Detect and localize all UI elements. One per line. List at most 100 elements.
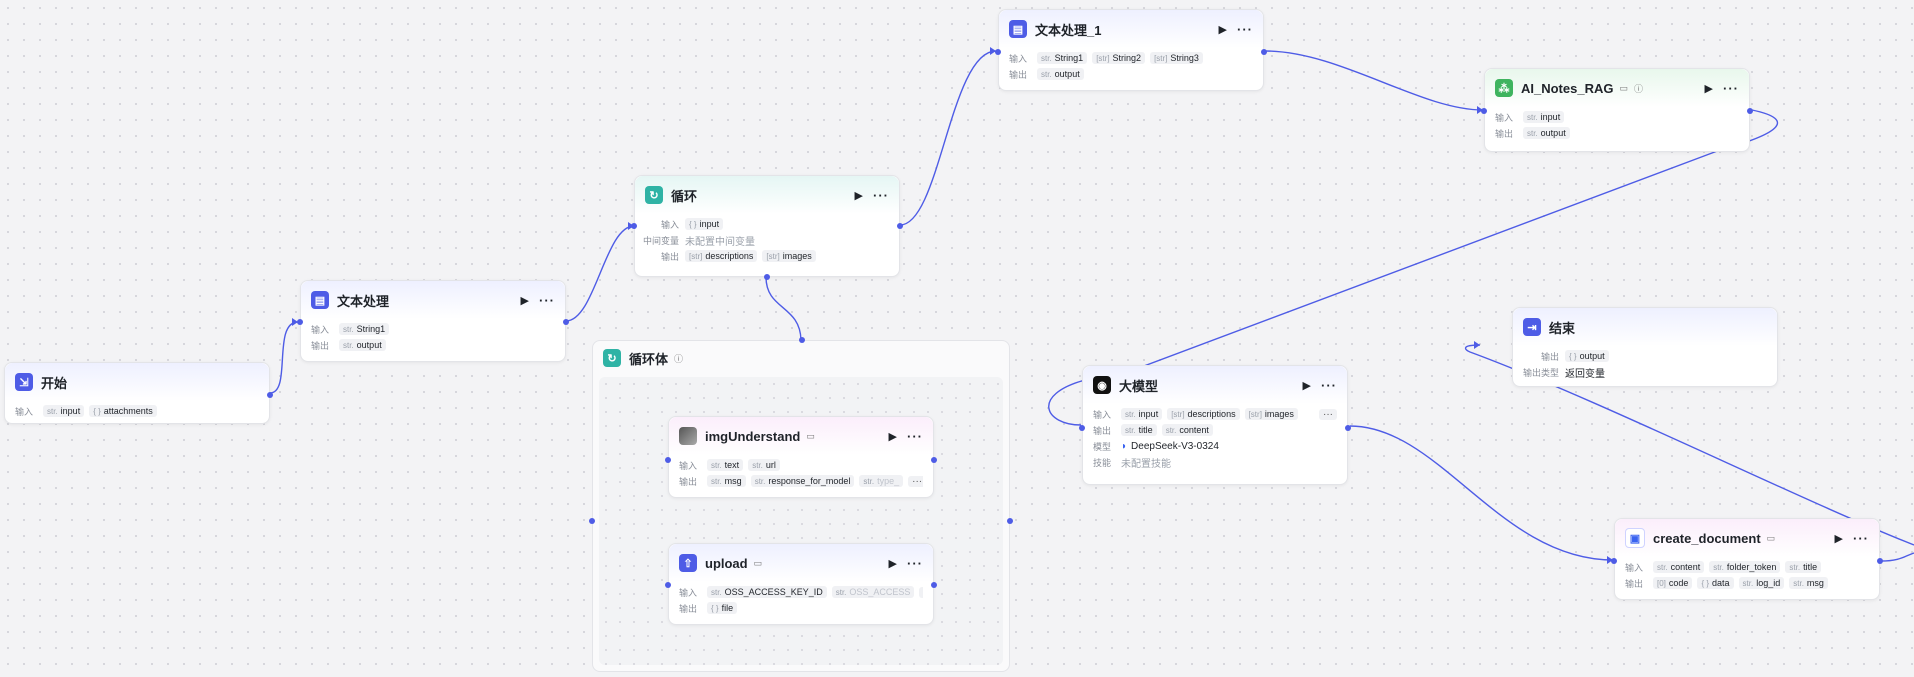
skill-value: 未配置技能 <box>1121 458 1171 470</box>
input-handle[interactable] <box>995 49 1001 55</box>
more-icon[interactable]: ··· <box>907 428 923 444</box>
param-tag: str.input <box>1121 408 1163 420</box>
output-type-label: 输出类型 <box>1523 367 1560 378</box>
body-end-handle[interactable] <box>1007 518 1013 524</box>
output-handle[interactable] <box>931 582 937 588</box>
node-text-process-1-title: 文本处理_1 <box>1035 22 1102 38</box>
input-handle[interactable] <box>297 319 303 325</box>
plugin-badge-icon: ▭ <box>806 430 815 441</box>
info-icon[interactable]: ⓘ <box>674 353 684 364</box>
more-icon[interactable]: ··· <box>1321 377 1337 393</box>
intermediate-value: 未配置中间变量 <box>685 236 755 248</box>
text-process-icon: ▤ <box>1009 20 1027 38</box>
output-handle[interactable] <box>267 392 273 398</box>
output-label: 输出 <box>660 251 679 262</box>
output-handle[interactable] <box>1261 49 1267 55</box>
node-llm-header: ◉ 大模型 ▶ ··· <box>1083 366 1347 404</box>
deepseek-icon: ◗ <box>1121 440 1128 452</box>
param-tag: { }input <box>685 218 724 230</box>
node-loop[interactable]: ↻ 循环 ▶ ··· 输入 { }input 中间变量 未配置中间变量 输出 [… <box>631 175 903 280</box>
output-handle[interactable] <box>1877 558 1883 564</box>
node-loop-title: 循环 <box>671 188 698 204</box>
more-params-button[interactable]: ··· <box>1319 408 1337 420</box>
more-icon[interactable]: ··· <box>1237 21 1253 37</box>
param-tag: str.String1 <box>339 323 390 335</box>
input-label: 输入 <box>679 460 698 471</box>
play-icon[interactable]: ▶ <box>1302 379 1311 392</box>
output-label: 输出 <box>311 340 330 351</box>
node-img-header: imgUnderstand ▭ ▶ ··· <box>669 417 933 455</box>
param-tag: str.content <box>1161 424 1213 436</box>
node-end[interactable]: ⇥ 结束 输出 { }output 输出类型 返回变量 <box>1512 307 1778 387</box>
input-handle[interactable] <box>1481 108 1487 114</box>
more-icon[interactable]: ··· <box>873 187 889 203</box>
param-tag: { }attachments <box>89 405 157 417</box>
play-icon[interactable]: ▶ <box>520 294 529 307</box>
param-tag: str.msg <box>1789 577 1828 589</box>
input-label: 输入 <box>1625 562 1644 573</box>
param-tag: str.log_id <box>1738 577 1785 589</box>
param-tag: [str]descriptions <box>1167 408 1240 420</box>
play-icon[interactable]: ▶ <box>1704 82 1713 95</box>
output-handle[interactable] <box>563 319 569 325</box>
play-icon[interactable]: ▶ <box>1218 23 1227 36</box>
plugin-badge-icon: ▭ <box>753 557 763 568</box>
play-icon[interactable]: ▶ <box>854 189 863 202</box>
node-rag-header: ⁂ AI_Notes_RAG ▭ ⓘ ▶ ··· <box>1485 69 1749 107</box>
param-tag: [str]images <box>762 250 816 262</box>
param-tag: [str]String3 <box>1150 52 1203 64</box>
output-handle[interactable] <box>897 223 903 229</box>
more-params-button[interactable]: ··· <box>908 475 923 487</box>
output-handle[interactable] <box>1345 425 1351 431</box>
param-tag: str.input <box>43 405 85 417</box>
play-icon[interactable]: ▶ <box>888 430 897 443</box>
output-handle[interactable] <box>931 457 937 463</box>
input-handle[interactable] <box>665 582 671 588</box>
input-handle[interactable] <box>1611 558 1617 564</box>
end-icon: ⇥ <box>1523 318 1541 336</box>
node-llm-title: 大模型 <box>1119 378 1159 394</box>
more-icon[interactable]: ··· <box>1853 530 1869 546</box>
output-type-value: 返回变量 <box>1565 368 1605 380</box>
play-icon[interactable]: ▶ <box>1834 532 1843 545</box>
node-img-understand[interactable]: imgUnderstand ▭ ▶ ··· 输入 str.text str.ur… <box>665 416 937 498</box>
node-ai-notes-rag[interactable]: ⁂ AI_Notes_RAG ▭ ⓘ ▶ ··· 输入 str.input 输出… <box>1481 68 1753 152</box>
node-upload[interactable]: ⇧ upload ▭ ▶ ··· 输入 str.OSS_ACCESS_KEY_I… <box>665 543 937 625</box>
input-label: 输入 <box>1495 112 1514 123</box>
output-label: 输出 <box>1093 425 1112 436</box>
intermediate-label: 中间变量 <box>643 235 680 246</box>
more-icon[interactable]: ··· <box>539 292 555 308</box>
play-icon[interactable]: ▶ <box>888 557 897 570</box>
param-tag: [str]String2 <box>1092 52 1146 64</box>
node-start[interactable]: ⇲ 开始 输入 str.input { }attachments <box>4 362 273 424</box>
info-icon[interactable]: ⓘ <box>1633 83 1643 94</box>
node-text-process[interactable]: ▤ 文本处理 ▶ ··· 输入 str.String1 输出 str.outpu… <box>297 280 569 362</box>
output-handle[interactable] <box>1747 108 1753 114</box>
more-icon[interactable]: ··· <box>907 555 923 571</box>
more-icon[interactable]: ··· <box>1723 80 1739 96</box>
skill-label: 技能 <box>1093 457 1112 468</box>
edge-llm-doc <box>1349 425 1614 561</box>
param-tag: str.text <box>707 459 744 471</box>
input-label: 输入 <box>679 587 698 598</box>
input-handle[interactable] <box>1079 425 1085 431</box>
node-doc-title: create_document <box>1653 530 1761 546</box>
node-llm[interactable]: ◉ 大模型 ▶ ··· 输入 str.input [str]descriptio… <box>1079 365 1351 485</box>
document-icon: ▣ <box>1625 528 1645 548</box>
param-tag: str.OSS_ACCESS <box>831 586 915 598</box>
param-tag: str.String1 <box>1037 52 1088 64</box>
body-top-handle[interactable] <box>799 337 805 343</box>
node-upload-header: ⇧ upload ▭ ▶ ··· <box>669 544 933 582</box>
body-handle[interactable] <box>764 274 770 280</box>
input-label: 输入 <box>1093 409 1112 420</box>
body-start-handle[interactable] <box>589 518 595 524</box>
edge-loop-text2 <box>899 50 997 226</box>
node-create-document[interactable]: ▣ create_document ▭ ▶ ··· 输入 str.content… <box>1611 518 1883 600</box>
node-text-process-1[interactable]: ▤ 文本处理_1 ▶ ··· 输入 str.String1 [str]Strin… <box>995 9 1267 91</box>
output-label: 输出 <box>1625 578 1644 589</box>
more-params-button[interactable]: ··· <box>919 586 923 598</box>
node-text-process-header: ▤ 文本处理 ▶ ··· <box>301 281 565 319</box>
input-handle[interactable] <box>665 457 671 463</box>
input-handle[interactable] <box>631 223 637 229</box>
output-label: 输出 <box>679 603 698 614</box>
